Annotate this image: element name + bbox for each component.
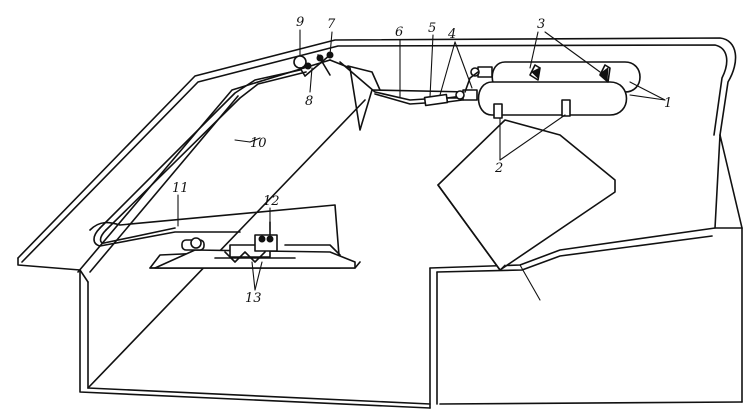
label-7: 7 <box>327 17 336 32</box>
label-10: 10 <box>250 136 267 151</box>
pipeline <box>93 51 471 251</box>
leader-lines <box>177 29 666 291</box>
label-11: 11 <box>172 181 189 196</box>
label-13: 13 <box>245 291 262 306</box>
label-4: 4 <box>447 27 456 42</box>
label-9: 9 <box>296 15 304 30</box>
hull-outline <box>17 37 743 409</box>
callout-labels: 1 2 3 4 5 6 7 8 9 10 11 12 13 <box>172 15 672 306</box>
label-8: 8 <box>305 94 313 109</box>
label-12: 12 <box>263 194 280 209</box>
label-5: 5 <box>428 21 436 36</box>
hatch-panel <box>437 119 616 271</box>
label-3: 3 <box>537 17 545 32</box>
extinguisher-cylinders <box>455 61 641 119</box>
label-1: 1 <box>664 96 672 111</box>
floor-valve-unit <box>154 234 356 269</box>
label-6: 6 <box>395 25 403 40</box>
label-2: 2 <box>494 161 503 176</box>
